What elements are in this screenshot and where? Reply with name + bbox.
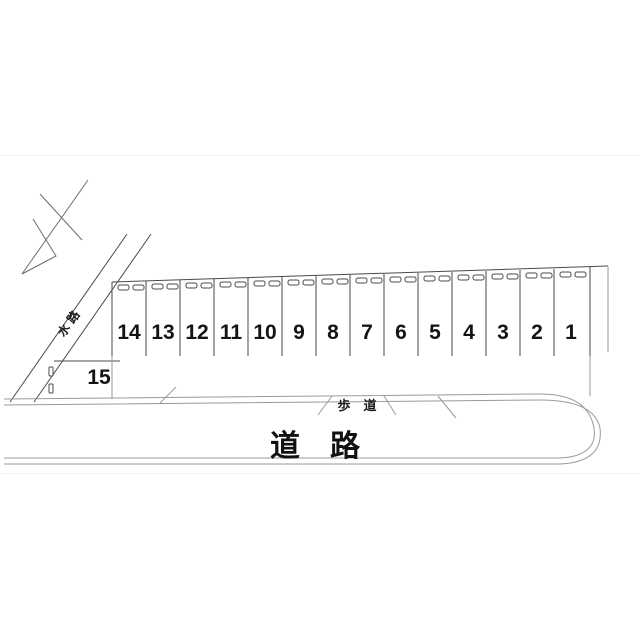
parking-stall-11[interactable]: 11 [219,278,249,356]
floorplan-drawing: 水 路 14 [3,179,609,465]
wheel-stop [219,281,232,288]
wheel-stop [268,280,281,287]
waterway-label-group: 水 路 [54,307,83,340]
wheel-stop [117,284,130,291]
wheel-stop [166,283,179,290]
stall-label-8: 8 [327,321,339,344]
wheel-stop [404,276,417,283]
stall-label-14: 14 [117,321,141,344]
stall-label-6: 6 [395,321,407,344]
parking-stall-4[interactable]: 4 [457,271,487,356]
parking-stall-13[interactable]: 13 [151,280,181,356]
wheel-stop [389,276,402,283]
road-label: 道 路 [270,429,361,464]
wheel-stop [506,273,519,280]
stall-label-2: 2 [531,321,543,344]
parking-row-outline [111,265,609,356]
north-arrow-icon [21,179,89,275]
stall-label-7: 7 [361,321,373,344]
wheel-stop [234,281,247,288]
sidewalk-band: 歩 道 [3,386,601,465]
parking-stall-6[interactable]: 6 [389,273,419,356]
wheel-stop [132,284,145,291]
stall-label-4: 4 [463,321,475,344]
parking-stall-1[interactable]: 1 [559,271,587,344]
sidewalk-label: 歩 道 [337,398,376,414]
stall-label-11: 11 [220,321,243,344]
wheel-stop [287,279,300,286]
wheel-stop [540,272,553,279]
waterway-label: 水 路 [54,307,83,340]
wheel-stop [438,275,451,282]
parking-entry-connector [111,356,591,399]
wheel-stop [48,366,54,377]
wheel-stop [559,271,572,278]
parking-stall-5[interactable]: 5 [423,272,453,356]
wheel-stop [355,277,368,284]
wheel-stop [48,383,54,394]
floorplan-panel: 水 路 14 [0,155,639,474]
wheel-stop [457,274,470,281]
parking-stall-15[interactable]: 15 [48,360,120,394]
stall-label-3: 3 [497,321,509,344]
wheel-stop [185,282,198,289]
wheel-stop [200,282,213,289]
parking-stall-2[interactable]: 2 [525,269,555,356]
parking-stall-10[interactable]: 10 [253,277,283,356]
parking-stall-9[interactable]: 9 [287,276,317,356]
stall-label-10: 10 [253,321,276,344]
wheel-stop [491,273,504,280]
wheel-stop [302,279,315,286]
parking-stall-3[interactable]: 3 [491,270,521,356]
wheel-stop [321,278,334,285]
parking-stall-12[interactable]: 12 [185,279,215,356]
wheel-stop [574,271,587,278]
parking-stalls-group: 14 13 12 [117,269,587,356]
stall-label-9: 9 [293,321,305,344]
parking-stall-14[interactable]: 14 [117,281,147,356]
wheel-stop [336,278,349,285]
wheel-stop [423,275,436,282]
wheel-stop [472,274,485,281]
wheel-stop [370,277,383,284]
stall-label-13: 13 [151,321,174,344]
wheel-stop [151,283,164,290]
road-area: 道 路 [270,429,361,464]
wheel-stop [525,272,538,279]
stall-label-12: 12 [185,321,208,344]
parking-stall-7[interactable]: 7 [355,274,385,356]
wheel-stop [253,280,266,287]
stall-label-1: 1 [565,321,577,344]
parking-stall-8[interactable]: 8 [321,275,351,356]
stall-label-15: 15 [87,366,111,389]
stall-label-5: 5 [429,321,441,344]
